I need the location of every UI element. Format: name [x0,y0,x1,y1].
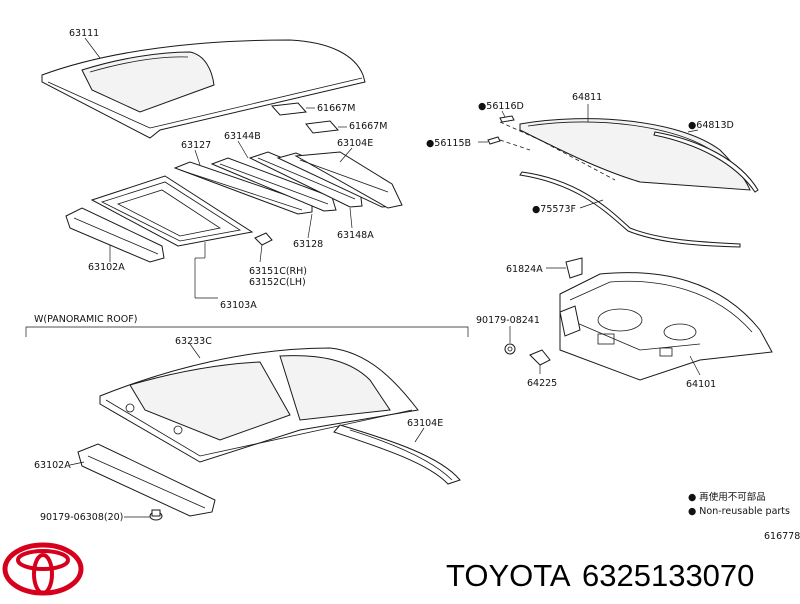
legend-line-en: ● Non-reusable parts [688,506,790,517]
label-63102a-bottom: 63102A [34,460,71,471]
label-63148a: 63148A [337,230,374,241]
package-tray-64101 [559,272,773,381]
clip-56116d [499,115,515,123]
label-63144b: 63144B [224,131,261,142]
leader-63233c [189,343,201,359]
legend-line-jp: ● 再使用不可部品 [688,491,766,503]
leader-64813d [687,129,699,133]
leader-63128 [307,213,313,239]
clip-56115b [487,136,501,145]
label-90179-06308: 90179-06308(20) [40,512,123,523]
label-63104e-top: 63104E [337,138,373,149]
leader-63151c [259,244,263,263]
label-63102a-top: 63102A [88,262,125,273]
bracket-63151c [254,232,273,246]
leader-63104e-top [339,147,353,163]
dash-56115b [499,139,531,151]
roof-panel-63111 [41,39,366,139]
label-56116d: ●56116D [478,101,524,112]
roof-bow-63104e-bottom [333,424,461,485]
diagram-id: 616778 [764,531,800,542]
toyota-logo [2,542,84,596]
leader-63144b [237,140,249,159]
label-63128: 63128 [293,239,323,250]
leader-56116d [501,110,506,118]
leader-63104e-bottom [414,427,425,443]
dash-56116d [499,121,616,181]
label-63104e-bottom: 63104E [407,418,443,429]
leader-64101 [689,355,701,376]
label-61667m-b: 61667M [349,121,387,132]
panoramic-bracket [25,326,469,337]
pad-61824a [565,257,583,279]
label-64101: 64101 [686,379,716,390]
front-header-63102a-bottom [77,443,216,517]
nut-90179-08241 [504,343,516,355]
label-63127: 63127 [181,140,211,151]
label-90179-08241: 90179-08241 [476,315,540,326]
sunroof-frame-63103a [90,175,254,247]
footer-brand: TOYOTA [446,558,571,593]
label-61824a: 61824A [506,264,543,275]
leader-63127 [194,149,201,166]
footer-part-number: 6325133070 [582,558,754,593]
label-75573f: ●75573F [532,204,576,215]
clip-64225 [529,349,551,366]
label-56115b: ●56115B [426,138,471,149]
label-63103a: 63103A [220,300,257,311]
leader-75573f [579,199,604,209]
bolt-90179-06308 [149,509,163,521]
leader-63148a [349,207,353,229]
label-63233c: 63233C [175,336,212,347]
label-63151c: 63151C(RH) [249,266,307,277]
front-header-63102a-top [65,207,165,263]
roof-panel-63233c [99,347,419,463]
roof-bows [173,151,403,215]
pads-61667m [270,102,340,134]
leader-63102a-bottom [69,461,85,466]
weatherstrip-75573f [519,171,741,248]
label-63111: 63111 [69,28,99,39]
label-64813d: ●64813D [688,120,734,131]
label-64225: 64225 [527,378,557,389]
label-61667m-a: 61667M [317,103,355,114]
label-64811: 64811 [572,92,602,103]
label-panoramic: W(PANORAMIC ROOF) [34,314,137,325]
moulding-64813d [653,131,759,193]
leader-63111 [84,37,101,59]
label-63152c: 63152C(LH) [249,277,306,288]
